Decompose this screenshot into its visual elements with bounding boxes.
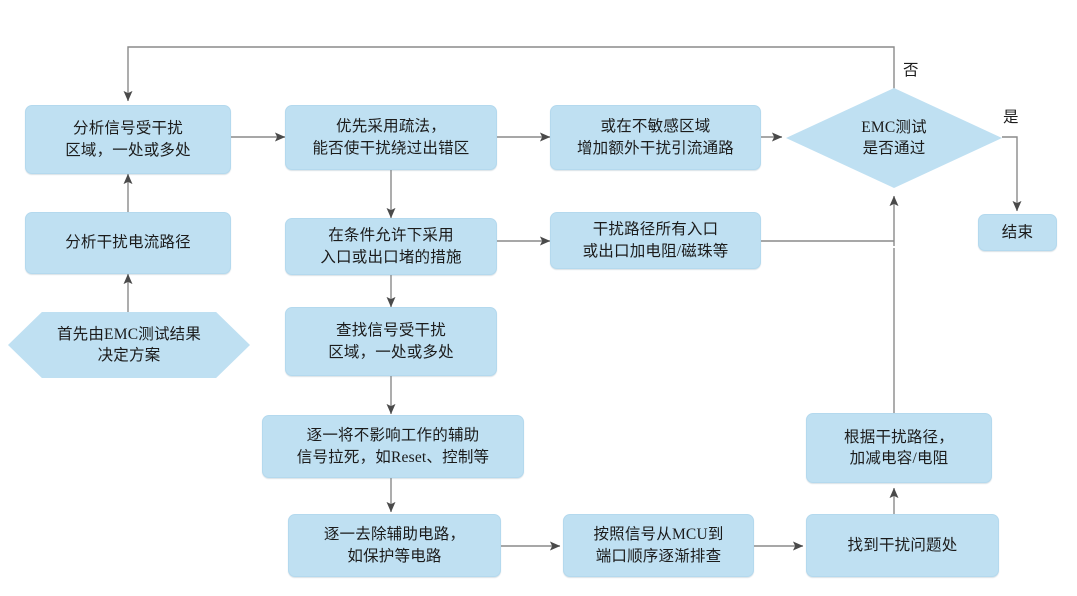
node-found-problem[interactable]: 找到干扰问题处: [806, 514, 999, 577]
node-find-signal-area[interactable]: 查找信号受干扰 区域，一处或多处: [285, 307, 497, 376]
node-remove-aux-circuits-label: 逐一去除辅助电路， 如保护等电路: [323, 526, 466, 565]
node-find-signal-area-label: 查找信号受干扰 区域，一处或多处: [328, 322, 454, 361]
node-add-resistor-bead[interactable]: 干扰路径所有入口 或出口加电阻/磁珠等: [550, 212, 761, 269]
node-adjust-cap-res[interactable]: 根据干扰路径， 加减电容/电阻: [806, 413, 992, 483]
node-block-measure[interactable]: 在条件允许下采用 入口或出口堵的措施: [285, 218, 497, 275]
edge-decision-yes-to-end: [1002, 136, 1022, 212]
node-analyze-signal-area-label: 分析信号受干扰 区域，一处或多处: [65, 120, 191, 159]
node-prefer-divert-label: 优先采用疏法， 能否使干扰绕过出错区: [312, 118, 470, 157]
edge-label-no: 否: [903, 62, 919, 79]
node-check-mcu-to-port[interactable]: 按照信号从MCU到 端口顺序逐渐排查: [563, 514, 754, 577]
node-start-decide-plan-label: 首先由EMC测试结果 决定方案: [56, 325, 202, 364]
node-remove-aux-circuits[interactable]: 逐一去除辅助电路， 如保护等电路: [288, 514, 501, 577]
node-start-decide-plan[interactable]: 首先由EMC测试结果 决定方案: [8, 312, 250, 378]
node-emc-decision[interactable]: EMC测试 是否通过: [786, 88, 1002, 188]
node-adjust-cap-res-label: 根据干扰路径， 加减电容/电阻: [844, 428, 954, 467]
node-analyze-current-path-label: 分析干扰电流路径: [65, 234, 191, 252]
edge-label-yes: 是: [1003, 109, 1019, 126]
edge-decision-no-loopback: [123, 46, 895, 102]
hexagon-shape: [8, 312, 250, 378]
node-end[interactable]: 结束: [978, 214, 1057, 251]
node-prefer-divert[interactable]: 优先采用疏法， 能否使干扰绕过出错区: [285, 105, 497, 170]
node-add-extra-path[interactable]: 或在不敏感区域 增加额外干扰引流通路: [550, 105, 761, 170]
node-emc-decision-label: EMC测试 是否通过: [861, 118, 927, 157]
node-end-label: 结束: [1001, 223, 1034, 241]
node-check-mcu-to-port-label: 按照信号从MCU到 端口顺序逐渐排查: [593, 526, 724, 565]
node-add-resistor-bead-label: 干扰路径所有入口 或出口加电阻/磁珠等: [582, 221, 729, 260]
node-found-problem-label: 找到干扰问题处: [847, 536, 958, 554]
node-add-extra-path-label: 或在不敏感区域 增加额外干扰引流通路: [576, 118, 734, 157]
node-analyze-signal-area[interactable]: 分析信号受干扰 区域，一处或多处: [25, 105, 231, 174]
node-pull-aux-signals-label: 逐一将不影响工作的辅助 信号拉死，如Reset、控制等: [296, 427, 490, 466]
node-block-measure-label: 在条件允许下采用 入口或出口堵的措施: [320, 227, 462, 266]
node-analyze-current-path[interactable]: 分析干扰电流路径: [25, 212, 231, 274]
node-pull-aux-signals[interactable]: 逐一将不影响工作的辅助 信号拉死，如Reset、控制等: [262, 415, 524, 478]
